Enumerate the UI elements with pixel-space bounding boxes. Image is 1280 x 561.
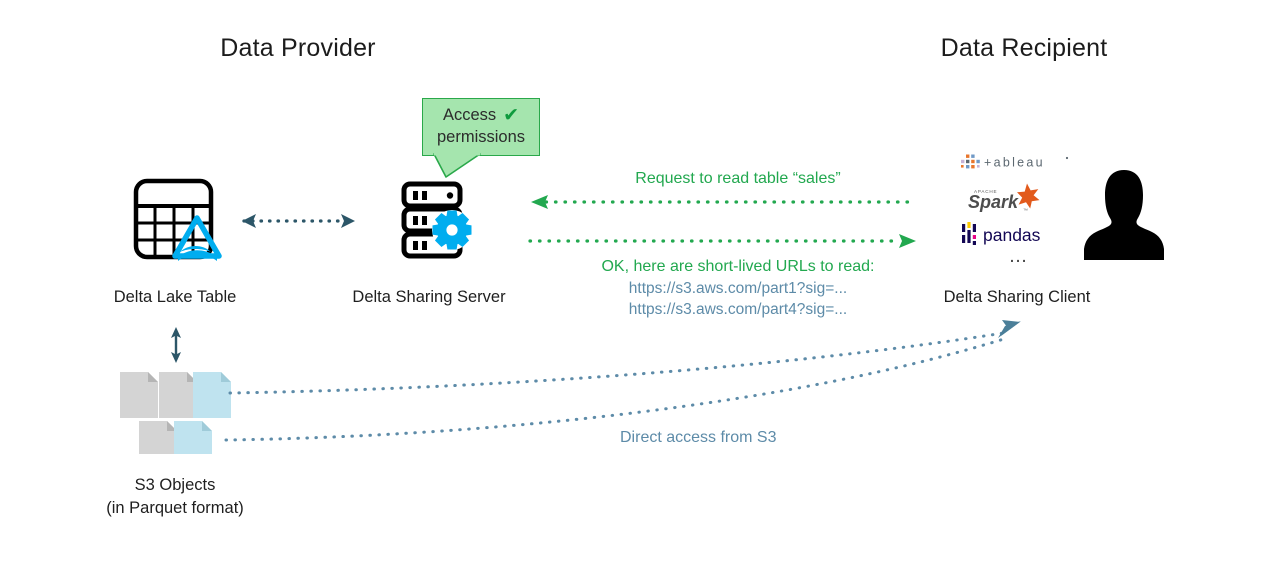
message-request-text: Request to read table “sales” [635,170,841,187]
message-direct-access: Direct access from S3 [620,429,777,446]
caption-s3-objects-line1: S3 Objects [134,476,216,494]
svg-text:™: ™ [1023,208,1028,214]
server-gear-icon [400,180,480,262]
callout-tail [433,152,481,178]
arrow-response-rightward [528,234,916,248]
file-icon-2 [159,372,197,418]
spark-star-mark [1017,183,1040,209]
file-icon-3 [193,372,231,418]
svg-text:APACHE: APACHE [974,189,997,194]
pandas-bars-mark [962,222,976,245]
access-permissions-callout: Access ✔ permissions [422,98,540,178]
file-icon-4 [139,421,177,454]
person-silhouette-icon [1084,168,1164,260]
delta-lake-logo [172,215,222,261]
svg-text:Spark: Spark [968,192,1019,212]
caption-s3-objects: S3 Objects (in Parquet format) [74,474,276,520]
document-stack-icon [120,372,240,454]
tableau-logo: +ableau [960,152,1078,174]
apache-spark-logo: APACHE Spark ™ [960,182,1078,214]
message-response-urls: https://s3.aws.com/part1?sig=... https:/… [563,278,913,320]
arrow-table-files-bidirectional [171,327,181,363]
svg-text:+ableau: +ableau [984,156,1045,170]
check-icon: ✔ [503,104,520,126]
more-logos-ellipsis: … [1008,246,1030,267]
arrow-request-leftward [531,195,915,209]
column-title-data-provider: Data Provider [220,34,376,62]
file-icon-1 [120,372,158,418]
gear-icon [432,210,472,250]
caption-delta-sharing-client: Delta Sharing Client [943,288,1091,306]
callout-text-access: Access [442,106,497,124]
response-url-2: https://s3.aws.com/part4?sig=... [628,301,848,318]
column-title-data-recipient: Data Recipient [940,34,1108,62]
arrows-s3-direct-access [224,320,1021,442]
tableau-sparkle-mark [961,154,980,169]
svg-text:pandas: pandas [983,225,1041,245]
callout-text-permissions: permissions [436,128,526,146]
delta-lake-table-icon [133,178,225,264]
pandas-logo: pandas [960,220,1078,248]
response-url-1: https://s3.aws.com/part1?sig=... [628,280,848,297]
callout-body: Access ✔ permissions [422,98,540,156]
caption-delta-sharing-server: Delta Sharing Server [352,288,506,306]
file-icon-5 [174,421,212,454]
caption-delta-lake-table: Delta Lake Table [113,288,237,306]
arrow-table-server-bidirectional [242,214,355,228]
message-response-header: OK, here are short-lived URLs to read: [601,258,875,275]
callout-line-1: Access ✔ [433,104,529,126]
caption-s3-objects-line2: (in Parquet format) [106,499,244,517]
client-logos: +ableau APACHE Spark ™ [960,152,1078,267]
